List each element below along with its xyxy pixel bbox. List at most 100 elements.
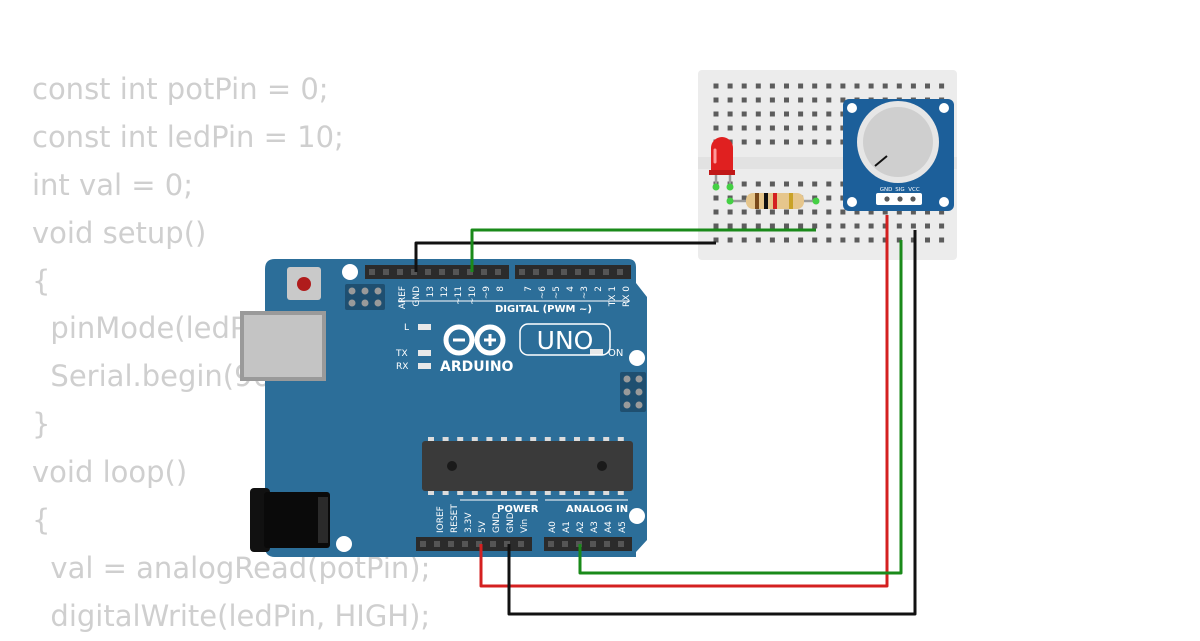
breadboard-hole xyxy=(727,125,733,131)
pin-label: ~3 xyxy=(580,286,590,299)
chip-leg xyxy=(588,437,595,441)
breadboard-hole xyxy=(713,97,719,103)
chip-leg xyxy=(617,437,624,441)
breadboard-hole xyxy=(910,83,916,89)
pin-label: 3.3V xyxy=(464,512,474,533)
breadboard-hole xyxy=(798,181,804,187)
header-pin xyxy=(425,269,431,275)
header-pin xyxy=(604,541,610,547)
header-pin xyxy=(439,269,445,275)
header-pin xyxy=(519,269,525,275)
breadboard-hole xyxy=(769,237,775,243)
analog-header-label: ANALOG IN xyxy=(566,504,628,515)
breadboard-hole xyxy=(784,111,789,117)
chip-leg xyxy=(515,491,522,495)
breadboard-hole xyxy=(741,139,747,145)
header-pin-holes xyxy=(369,269,624,547)
breadboard-hole xyxy=(840,181,846,187)
code-listing: const int potPin = 0;const int ledPin = … xyxy=(32,66,431,641)
header-pin xyxy=(495,269,501,275)
chip-leg xyxy=(442,437,449,441)
breadboard-hole xyxy=(755,139,761,145)
resistor-band xyxy=(789,193,793,209)
pin-label: 13 xyxy=(426,286,436,297)
pin-label: 5V xyxy=(478,520,488,533)
header-pin xyxy=(589,269,595,275)
breadboard-hole xyxy=(784,181,789,187)
arduino-logo-icon xyxy=(443,324,506,356)
pot-pin xyxy=(910,196,916,202)
breadboard-hole xyxy=(755,237,761,243)
breadboard-hole xyxy=(741,111,747,117)
header-pin xyxy=(369,269,375,275)
pin-label: 7 xyxy=(524,286,534,292)
header-pin xyxy=(476,541,482,547)
chip-leg xyxy=(544,491,551,495)
chip-leg xyxy=(471,437,478,441)
breadboard-hole xyxy=(798,83,804,89)
microcontroller-chip xyxy=(422,441,633,491)
header-pin xyxy=(481,269,487,275)
breadboard-hole xyxy=(854,237,860,243)
breadboard-hole xyxy=(713,195,719,201)
chip-leg xyxy=(486,437,493,441)
pin-label: A4 xyxy=(604,521,614,533)
breadboard-hole xyxy=(798,139,804,145)
icsp-pin xyxy=(635,388,643,396)
pot-pin xyxy=(897,196,903,202)
pin-label: A2 xyxy=(576,521,586,533)
breadboard-hole xyxy=(840,97,846,103)
breadboard-hole xyxy=(826,97,832,103)
breadboard-hole xyxy=(925,237,930,243)
breadboard-hole xyxy=(755,181,761,187)
pin-label: ~10 xyxy=(468,286,478,305)
breadboard-hole xyxy=(741,83,747,89)
breadboard-hole xyxy=(769,223,775,229)
header-pin xyxy=(504,541,510,547)
pin-label: GND xyxy=(492,512,502,533)
breadboard-hole xyxy=(812,139,818,145)
breadboard-hole xyxy=(713,237,719,243)
header-pin xyxy=(448,541,454,547)
chip-marker xyxy=(597,461,607,471)
wire-black-gnd-to-breadboard xyxy=(414,241,716,272)
pot-knob-indicator xyxy=(874,155,888,167)
chip-leg xyxy=(603,437,610,441)
breadboard-hole xyxy=(755,97,761,103)
breadboard-hole xyxy=(741,97,747,103)
chip-leg xyxy=(574,491,580,495)
led-label-l: L xyxy=(404,323,409,333)
led-label-tx: TX xyxy=(395,349,408,359)
breadboard-hole xyxy=(812,209,818,215)
icsp-pin xyxy=(623,375,631,383)
pin-label: GND xyxy=(412,286,422,307)
reset-button-cap[interactable] xyxy=(297,277,311,291)
dc-jack xyxy=(264,492,330,548)
breadboard-hole xyxy=(727,223,733,229)
header-pin xyxy=(617,269,623,275)
header-pin xyxy=(575,269,581,275)
icsp-pin xyxy=(635,375,643,383)
breadboard-hole xyxy=(784,97,789,103)
code-line: const int potPin = 0; xyxy=(32,72,329,106)
header-pin xyxy=(562,541,568,547)
icsp-pin xyxy=(361,299,369,307)
header-pin xyxy=(590,541,596,547)
resistor-pin-marker xyxy=(812,197,820,205)
pin-label: A3 xyxy=(590,521,600,533)
header-pin xyxy=(397,269,403,275)
breadboard-hole xyxy=(798,237,804,243)
uno-label: UNO xyxy=(537,326,594,355)
led-rx xyxy=(418,363,431,369)
breadboard-hole xyxy=(812,125,818,131)
header-pin xyxy=(383,269,389,275)
breadboard-hole xyxy=(755,209,761,215)
breadboard-hole xyxy=(826,237,832,243)
led-tx xyxy=(418,350,431,356)
breadboard-hole xyxy=(896,83,902,89)
breadboard-hole xyxy=(713,111,719,117)
breadboard-hole xyxy=(769,125,775,131)
breadboard-hole xyxy=(769,111,775,117)
